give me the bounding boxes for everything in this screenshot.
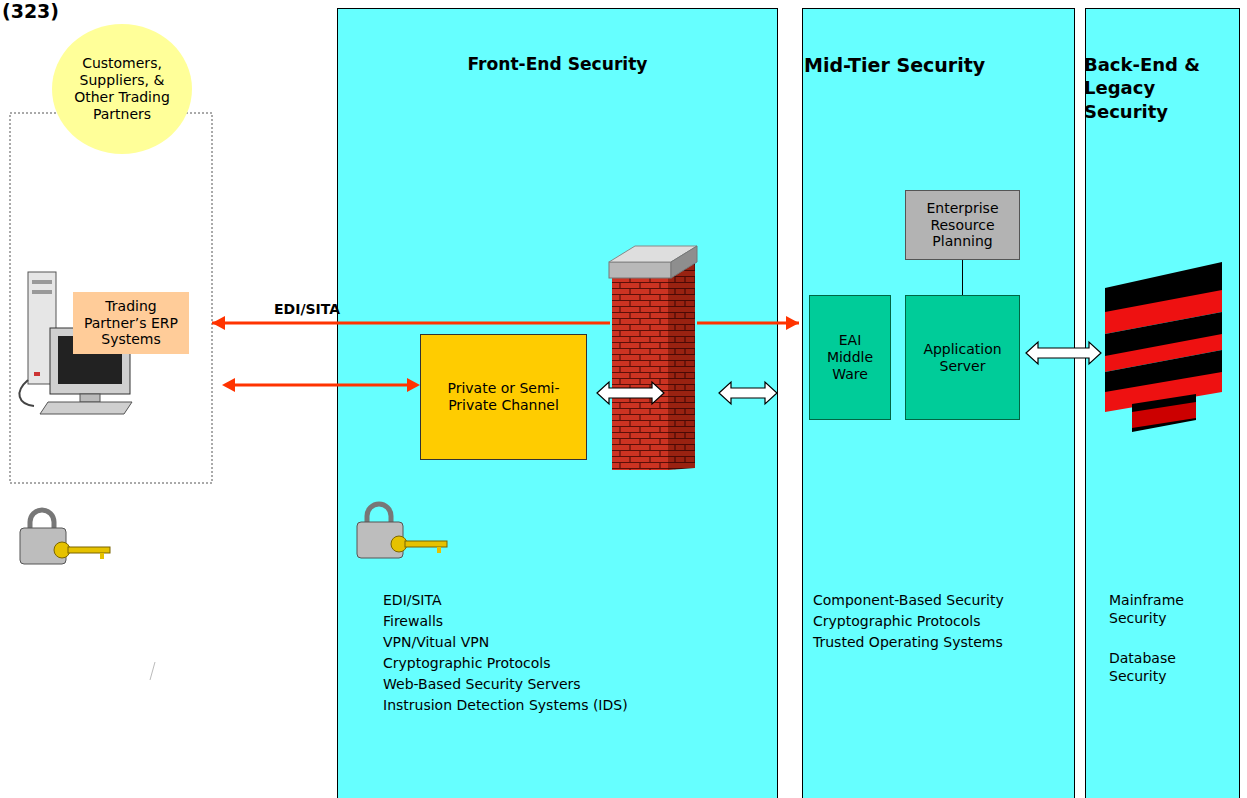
channel-box: Private or Semi-Private Channel bbox=[420, 334, 587, 460]
security-panel: Mid-Tier SecurityComponent-Based Securit… bbox=[802, 8, 1075, 798]
box-label: Trading Partner’s ERP Systems bbox=[79, 298, 183, 348]
panel-title: Mid-Tier Security bbox=[804, 53, 985, 78]
stray-mark bbox=[150, 662, 155, 680]
feature-item: Cryptographic Protocols bbox=[383, 654, 551, 672]
app-server-box: Application Server bbox=[905, 295, 1020, 420]
feature-item: Instrusion Detection Systems (IDS) bbox=[383, 696, 628, 714]
panel-title: Back-End & Legacy Security bbox=[1084, 53, 1224, 123]
feature-item: Component-Based Security bbox=[813, 591, 1004, 609]
security-panel: Back-End & Legacy SecurityMainframe Secu… bbox=[1085, 8, 1240, 798]
partner-circle: Customers, Suppliers, & Other Trading Pa… bbox=[52, 24, 192, 154]
arrow-head bbox=[212, 316, 225, 330]
feature-item: VPN/Vitual VPN bbox=[383, 633, 489, 651]
feature-item: Cryptographic Protocols bbox=[813, 612, 981, 630]
box-label: EAI Middle Ware bbox=[815, 332, 885, 382]
security-panel: Front-End SecurityEDI/SITA FirewallsVPN/V… bbox=[337, 8, 778, 798]
box-label: Customers, Suppliers, & Other Trading Pa… bbox=[66, 55, 178, 122]
feature-item: Web-Based Security Servers bbox=[383, 675, 581, 693]
feature-item: Database Security bbox=[1109, 649, 1209, 685]
middleware-box: EAI Middle Ware bbox=[809, 295, 891, 420]
arrow-head bbox=[222, 378, 235, 392]
feature-item: Firewalls bbox=[383, 612, 443, 630]
panel-title: Front-End Security bbox=[338, 53, 777, 75]
arrow-head bbox=[786, 316, 799, 330]
box-label: Enterprise Resource Planning bbox=[919, 200, 1007, 250]
feature-item: Trusted Operating Systems bbox=[813, 633, 1003, 651]
erp-planning-box: Enterprise Resource Planning bbox=[905, 190, 1020, 260]
feature-item: Mainframe Security bbox=[1109, 591, 1209, 627]
box-label: Application Server bbox=[913, 341, 1013, 375]
feature-item: EDI/SITA bbox=[383, 591, 442, 609]
box-label: Private or Semi-Private Channel bbox=[429, 380, 579, 414]
lock-icon bbox=[20, 510, 110, 564]
edge-label: EDI/SITA bbox=[274, 301, 340, 317]
erp-box: Trading Partner’s ERP Systems bbox=[73, 292, 189, 354]
partner-boundary bbox=[10, 113, 212, 483]
figure-number: (323) bbox=[2, 0, 59, 22]
